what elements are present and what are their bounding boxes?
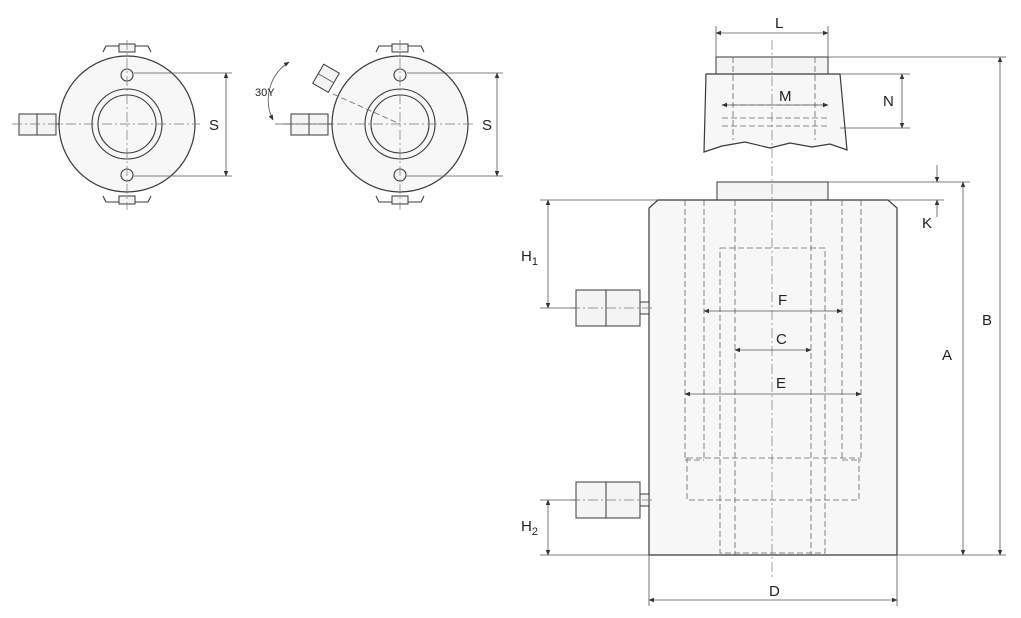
dimension-label-e: E xyxy=(776,375,786,392)
dimension-lines xyxy=(540,26,1006,606)
dimension-label-f: F xyxy=(778,292,787,309)
dimension-label-b: B xyxy=(982,312,992,329)
dimension-label-l: L xyxy=(775,15,783,32)
dimension-label-s-left: S xyxy=(209,117,219,134)
dimension-label-k: K xyxy=(922,215,932,232)
dimension-label-m: M xyxy=(779,88,792,105)
top-view-right xyxy=(267,40,503,210)
dimension-label-h2: H2 xyxy=(521,518,538,538)
dimension-label-h1: H1 xyxy=(521,248,538,268)
cylinder-side-view xyxy=(570,40,898,580)
top-view-left xyxy=(12,40,232,210)
dimension-label-a: A xyxy=(942,347,952,364)
dimension-label-s-right: S xyxy=(482,117,492,134)
dimension-label-n: N xyxy=(883,93,894,110)
dimension-label-d: D xyxy=(769,583,780,600)
angle-label: 30Y xyxy=(255,87,275,99)
dimension-label-c: C xyxy=(776,331,787,348)
